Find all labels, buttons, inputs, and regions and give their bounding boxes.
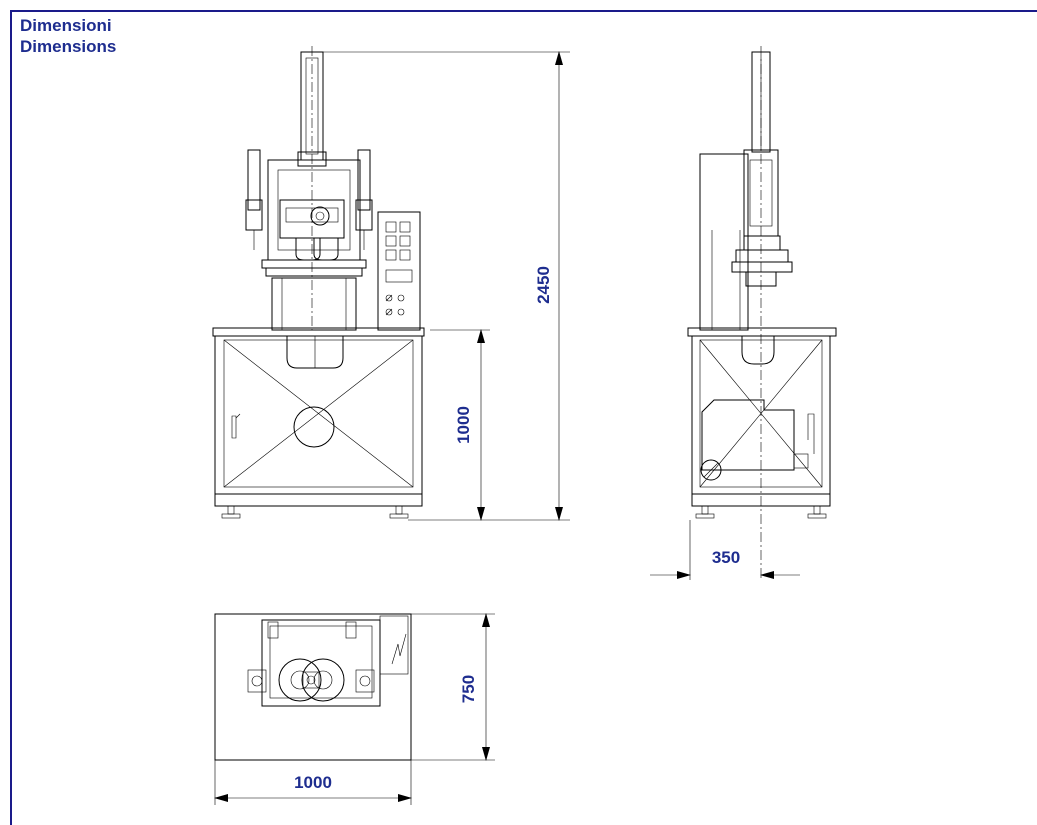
dim-label-table-height: 1000: [454, 406, 473, 444]
dim-label-side-offset: 350: [712, 548, 740, 567]
drawing-frame: [10, 10, 1037, 825]
dim-label-total-height: 2450: [534, 266, 553, 304]
dim-label-width: 1000: [294, 773, 332, 792]
drawing-title: Dimensioni Dimensions: [20, 15, 116, 57]
title-english: Dimensions: [20, 37, 117, 56]
title-italian: Dimensioni: [20, 16, 112, 35]
side-view: [687, 46, 837, 580]
dim-label-depth: 750: [459, 675, 478, 703]
front-view: [212, 46, 425, 519]
dimension-lines: [214, 51, 800, 805]
top-view: [214, 613, 412, 761]
